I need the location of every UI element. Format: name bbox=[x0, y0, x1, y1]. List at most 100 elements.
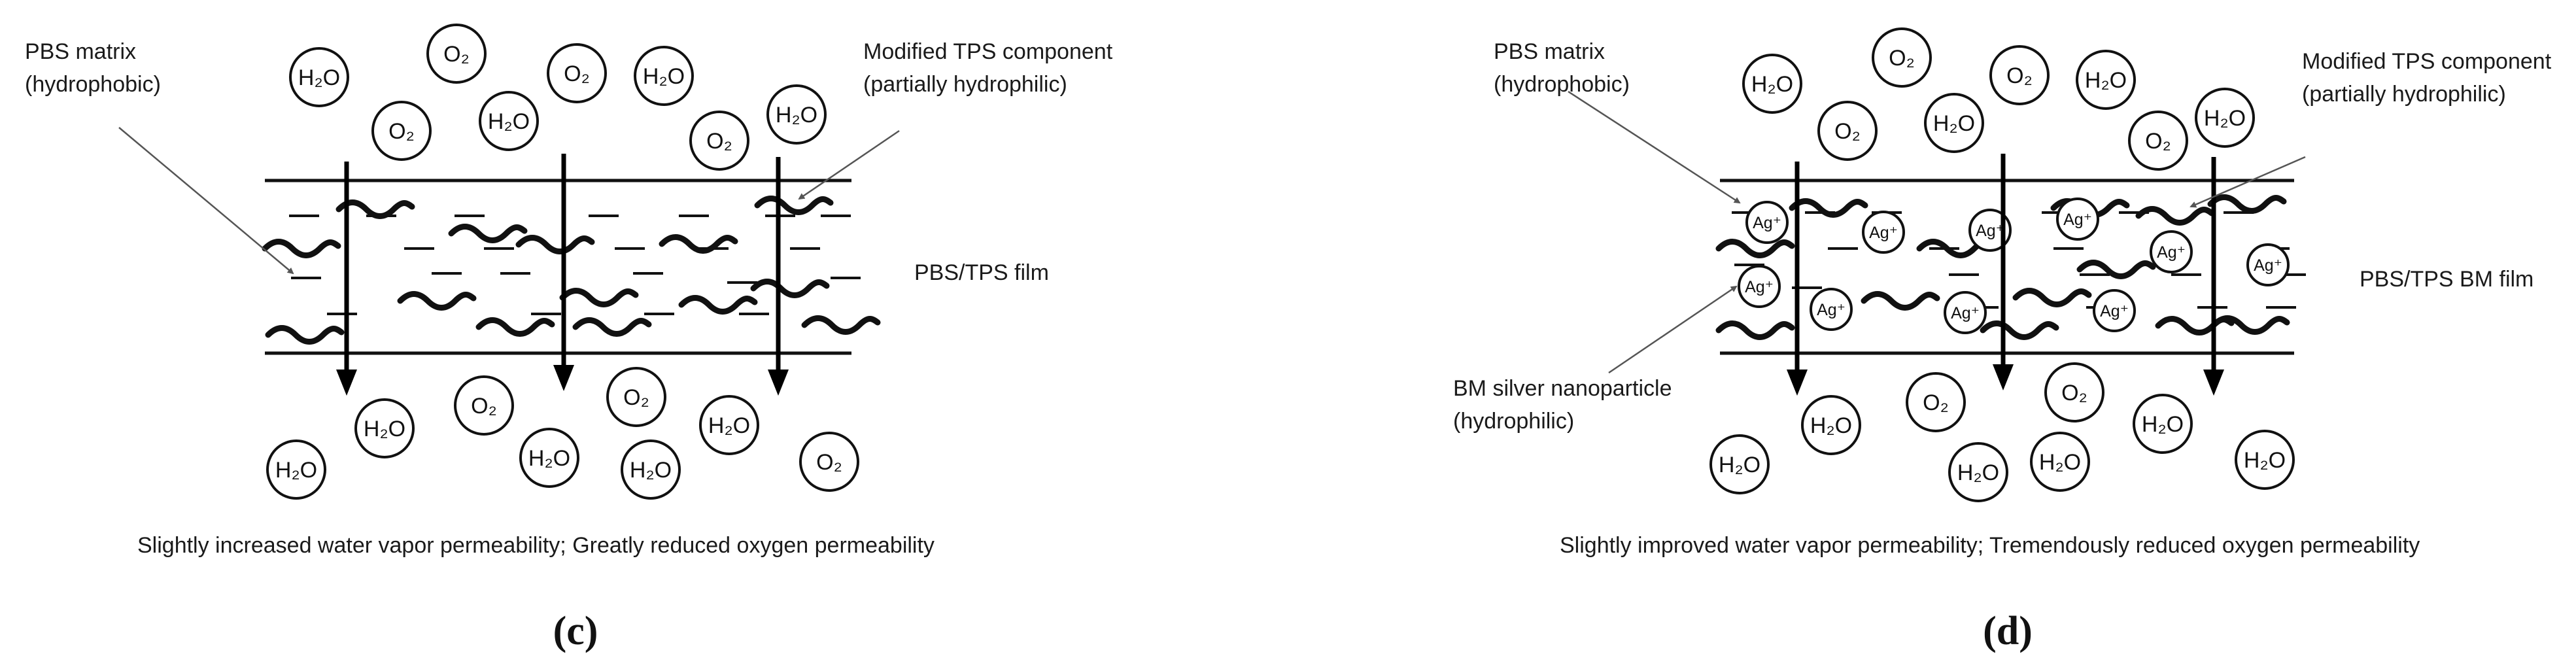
svg-text:H₂O: H₂O bbox=[1957, 460, 1999, 485]
oxygen-molecule: O₂ bbox=[799, 432, 859, 492]
oxygen-molecule: O₂ bbox=[547, 43, 607, 103]
tps-squiggle bbox=[1861, 291, 1940, 311]
panel-letter: (d) bbox=[1983, 609, 2033, 653]
silver-nanoparticle: Ag⁺ bbox=[1862, 211, 1905, 254]
tps-squiggle bbox=[572, 317, 652, 337]
water-molecule: H₂O bbox=[1924, 93, 1984, 153]
svg-text:H₂O: H₂O bbox=[2204, 106, 2246, 131]
water-molecule: H₂O bbox=[2235, 430, 2295, 490]
svg-text:O₂: O₂ bbox=[816, 450, 842, 475]
water-molecule: H₂O bbox=[634, 46, 694, 106]
svg-text:Ag⁺: Ag⁺ bbox=[2157, 243, 2186, 262]
permeation-arrows bbox=[336, 154, 789, 396]
svg-text:H₂O: H₂O bbox=[1810, 413, 1852, 438]
tps-squiggle bbox=[2012, 288, 2092, 307]
water-molecule: H₂O bbox=[1948, 442, 2008, 502]
permeation-arrow bbox=[1993, 154, 2014, 390]
svg-text:Ag⁺: Ag⁺ bbox=[1817, 301, 1846, 319]
silver-nanoparticle: Ag⁺ bbox=[1944, 291, 1987, 334]
matrix-leader-line bbox=[118, 127, 294, 275]
silver-leader-line bbox=[1608, 285, 1738, 374]
silver-nanoparticle: Ag⁺ bbox=[1738, 265, 1781, 308]
tps-squiggle bbox=[1789, 198, 1868, 218]
tps-leader-line bbox=[798, 129, 900, 200]
water-molecule: H₂O bbox=[2076, 50, 2136, 110]
water-molecule: H₂O bbox=[479, 91, 539, 151]
permeation-arrow bbox=[768, 157, 789, 396]
svg-text:H₂O: H₂O bbox=[643, 64, 685, 89]
tps-label: Modified TPS component (partially hydrop… bbox=[2302, 49, 2558, 107]
panel-letter: (c) bbox=[553, 609, 598, 653]
svg-text:Ag⁺: Ag⁺ bbox=[1951, 304, 1980, 322]
oxygen-molecule: O₂ bbox=[454, 375, 514, 436]
tps-squiggle bbox=[801, 315, 881, 335]
svg-text:O₂: O₂ bbox=[564, 61, 590, 86]
silver-nanoparticles: Ag⁺ Ag⁺ Ag⁺ Ag⁺ Ag⁺ Ag⁺ Ag⁺ Ag⁺ Ag⁺ Ag⁺ bbox=[1738, 198, 2290, 334]
svg-text:Ag⁺: Ag⁺ bbox=[1869, 224, 1898, 242]
oxygen-molecule: O₂ bbox=[1989, 45, 2050, 105]
matrix-leader-line bbox=[1568, 90, 1741, 204]
svg-text:H₂O: H₂O bbox=[528, 446, 570, 471]
water-molecule: H₂O bbox=[354, 398, 415, 458]
oxygen-molecule: O₂ bbox=[1817, 101, 1878, 161]
oxygen-molecule: O₂ bbox=[1872, 27, 1932, 88]
water-molecule: H₂O bbox=[1742, 54, 1802, 114]
water-molecule: H₂O bbox=[1709, 434, 1770, 494]
tps-squiggle bbox=[448, 224, 528, 243]
svg-text:O₂: O₂ bbox=[1889, 46, 1915, 71]
oxygen-molecule: O₂ bbox=[1906, 372, 1966, 432]
svg-text:H₂O: H₂O bbox=[364, 417, 405, 441]
tps-leader-line bbox=[2190, 156, 2306, 208]
tps-squiggle bbox=[2210, 315, 2290, 335]
water-molecule: H₂O bbox=[519, 428, 579, 488]
tps-squiggle bbox=[262, 239, 341, 258]
water-molecule: H₂O bbox=[2195, 88, 2255, 148]
silver-nanoparticle: Ag⁺ bbox=[2246, 243, 2290, 286]
svg-text:H₂O: H₂O bbox=[2039, 450, 2081, 475]
tps-squiggle bbox=[335, 199, 415, 219]
svg-text:Ag⁺: Ag⁺ bbox=[2100, 302, 2129, 320]
silver-nanoparticle: Ag⁺ bbox=[2150, 230, 2193, 273]
svg-text:O₂: O₂ bbox=[1923, 390, 1949, 415]
silver-nanoparticle: Ag⁺ bbox=[1968, 209, 2012, 252]
svg-text:Ag⁺: Ag⁺ bbox=[2063, 211, 2092, 229]
water-molecule: H₂O bbox=[2030, 432, 2090, 492]
oxygen-molecule: O₂ bbox=[426, 24, 487, 84]
svg-text:O₂: O₂ bbox=[2006, 63, 2033, 88]
film-label: PBS/TPS film bbox=[914, 260, 1049, 285]
svg-text:H₂O: H₂O bbox=[630, 458, 672, 483]
svg-text:Ag⁺: Ag⁺ bbox=[1976, 222, 2004, 240]
tps-squiggle bbox=[1980, 320, 2059, 340]
tps-squiggle bbox=[265, 325, 345, 345]
svg-text:H₂O: H₂O bbox=[776, 103, 817, 128]
tps-component-squiggles bbox=[1715, 194, 2290, 340]
tps-squiggle bbox=[1715, 239, 1795, 258]
silver-nanoparticle: Ag⁺ bbox=[1745, 201, 1789, 244]
water-molecule: H₂O bbox=[2133, 394, 2193, 454]
silver-nanoparticle: Ag⁺ bbox=[1810, 288, 1853, 331]
svg-text:O₂: O₂ bbox=[2145, 129, 2171, 154]
water-molecule: H₂O bbox=[1801, 395, 1861, 455]
oxygen-molecule: O₂ bbox=[2128, 111, 2188, 171]
svg-text:H₂O: H₂O bbox=[298, 65, 340, 90]
permeation-arrow bbox=[553, 154, 574, 391]
matrix-label: PBS matrix (hydrophobic) bbox=[25, 39, 161, 97]
permeation-arrow bbox=[1787, 162, 1808, 396]
pbs-matrix-dashes bbox=[289, 215, 861, 315]
svg-text:O₂: O₂ bbox=[2061, 381, 2087, 405]
water-molecule: H₂O bbox=[266, 439, 326, 500]
tps-squiggle bbox=[678, 295, 758, 315]
water-molecule: H₂O bbox=[289, 47, 349, 107]
tps-squiggle bbox=[2135, 206, 2215, 226]
permeation-arrow bbox=[336, 162, 357, 396]
svg-text:O₂: O₂ bbox=[388, 119, 415, 144]
svg-text:H₂O: H₂O bbox=[2085, 68, 2127, 93]
tps-squiggle bbox=[750, 279, 830, 298]
caption: Slightly improved water vapor permeabili… bbox=[1560, 533, 2420, 558]
tps-squiggle bbox=[659, 234, 738, 254]
tps-label: Modified TPS component (partially hydrop… bbox=[863, 39, 1119, 97]
tps-squiggle bbox=[397, 291, 477, 311]
svg-text:O₂: O₂ bbox=[706, 129, 732, 154]
